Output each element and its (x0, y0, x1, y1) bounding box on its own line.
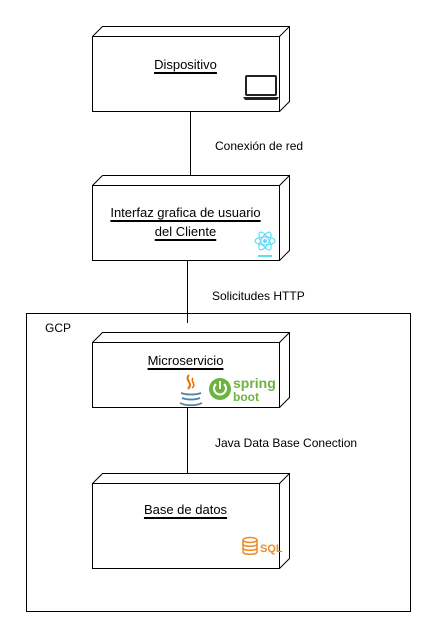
spring-boot-icon: spring boot (209, 375, 276, 404)
react-icon (254, 231, 276, 257)
client-ui-node[interactable] (92, 175, 290, 261)
gcp-group-boundary (26, 313, 411, 612)
sql-database-icon: SQL (242, 536, 283, 555)
client-ui-title: Interfaz grafica de usuario del Cliente (92, 203, 279, 241)
microservice-title: Microservicio (147, 353, 224, 368)
laptop-icon (243, 75, 279, 100)
database-node[interactable] (92, 473, 290, 569)
svg-text:SQL: SQL (260, 543, 283, 555)
gcp-group-label: GCP (45, 321, 72, 335)
svg-text:spring: spring (233, 375, 276, 391)
http-requests-label: Solicitudes HTTP (212, 289, 305, 303)
microservice-node[interactable] (92, 332, 290, 408)
client-ui-title-line1: Interfaz grafica de usuario (110, 205, 261, 220)
device-node[interactable] (92, 26, 290, 112)
svg-text:boot: boot (233, 390, 259, 404)
client-ui-title-line2: del Cliente (154, 224, 217, 239)
device-title: Dispositivo (154, 57, 217, 72)
database-title: Base de datos (143, 502, 228, 517)
java-icon (179, 374, 203, 407)
network-connection-label: Conexión de red (215, 139, 304, 153)
jdbc-connection-label: Java Data Base Conection (215, 436, 358, 450)
